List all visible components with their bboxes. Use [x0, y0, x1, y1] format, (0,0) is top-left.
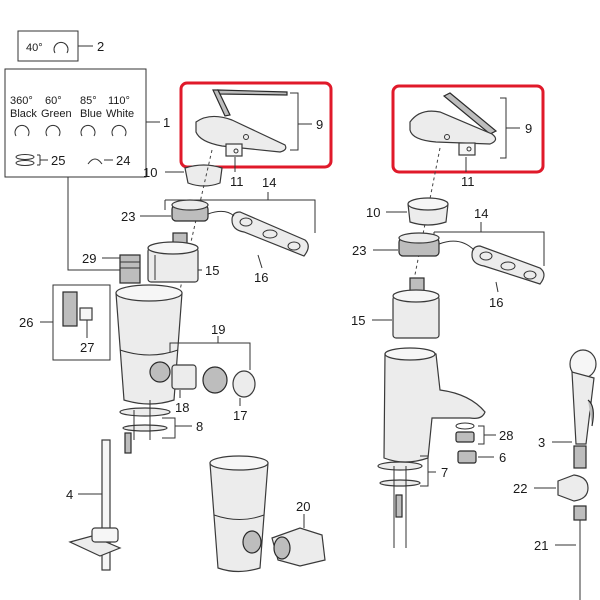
- color-angle-2: 85°: [80, 95, 97, 107]
- o-ring-pair-icon: [15, 154, 35, 166]
- callout-11-left: 11: [230, 174, 244, 189]
- callout-1: 1: [163, 115, 170, 130]
- snap-ring-icon: [53, 41, 69, 54]
- leader-legend-to-valve: [67, 177, 120, 271]
- callout-4: 4: [66, 487, 73, 502]
- color-angle-3: 110°: [108, 95, 130, 107]
- valve-29: [119, 254, 141, 284]
- cartridge-left: [147, 232, 199, 283]
- color-angle-1: 60°: [45, 95, 62, 107]
- color-angle-0: 360°: [10, 95, 33, 107]
- faucet-body-right: [383, 347, 486, 463]
- callout-25: 25: [51, 153, 65, 168]
- snap-ring-icon: [14, 124, 30, 137]
- screw-part-left: [225, 143, 243, 157]
- shower-head: [569, 349, 597, 469]
- callout-14-right: 14: [474, 206, 488, 221]
- color-name-0: Black: [10, 108, 37, 120]
- callout-24: 24: [116, 153, 130, 168]
- callout-15-left: 15: [205, 263, 219, 278]
- callout-18: 18: [175, 400, 189, 415]
- callout-15-right: 15: [351, 313, 365, 328]
- mount-set-left: [119, 400, 171, 454]
- highlight-frame-left: [179, 81, 333, 169]
- callout-10-left: 10: [143, 165, 157, 180]
- cartridge-nut-left: [171, 199, 209, 222]
- callout-23-right: 23: [352, 243, 366, 258]
- color-name-3: White: [106, 108, 134, 120]
- handle-lever-right: [409, 92, 498, 145]
- axis-right: [409, 147, 441, 301]
- callout-17: 17: [233, 408, 247, 423]
- callout-9-left: 9: [316, 117, 323, 132]
- mounting-plate-left: [231, 211, 309, 257]
- cap-right: [407, 197, 449, 226]
- cartridge-right: [392, 277, 440, 339]
- callout-19: 19: [211, 322, 225, 337]
- callout-2: 2: [97, 39, 104, 54]
- color-name-2: Blue: [80, 108, 102, 120]
- callout-29: 29: [82, 251, 96, 266]
- clip-icon: [87, 158, 103, 165]
- callout-22: 22: [513, 481, 527, 496]
- color-name-1: Green: [41, 108, 72, 120]
- snap-ring-icon: [111, 124, 127, 137]
- aerator-set-right: [455, 422, 477, 464]
- callout-26: 26: [19, 315, 33, 330]
- shower-hose: [573, 505, 587, 600]
- callout-16-right: 16: [489, 295, 503, 310]
- shower-holder: [557, 474, 589, 502]
- callout-14-left: 14: [262, 175, 276, 190]
- callout-8: 8: [196, 419, 203, 434]
- callout-20: 20: [296, 499, 310, 514]
- mount-set-right: [377, 461, 423, 548]
- legend-angle-label: 40°: [26, 42, 43, 54]
- callout-27: 27: [80, 340, 94, 355]
- callout-23-left: 23: [121, 209, 135, 224]
- callout-21: 21: [534, 538, 548, 553]
- callout-6: 6: [499, 450, 506, 465]
- callout-7: 7: [441, 465, 448, 480]
- snap-ring-icon: [80, 124, 96, 137]
- handle-lever-left: [195, 89, 288, 153]
- callout-28: 28: [499, 428, 513, 443]
- faucet-body-alternate: [209, 455, 326, 573]
- valve-set-parts: [62, 291, 93, 327]
- callout-3: 3: [538, 435, 545, 450]
- mounting-plate-right: [471, 245, 545, 285]
- callout-9-right: 9: [525, 121, 532, 136]
- screw-part-right: [458, 142, 476, 156]
- callout-11-right: 11: [461, 174, 475, 189]
- snap-ring-icon: [45, 124, 61, 137]
- cartridge-nut-right: [398, 232, 440, 257]
- spout-insert: [171, 364, 197, 390]
- mounting-rod: [68, 439, 122, 571]
- faucet-body-left: [115, 284, 183, 405]
- callout-10-right: 10: [366, 205, 380, 220]
- aerator-left: [202, 366, 256, 398]
- legend-colors-box: 1 360° Black 60° Green 85° Blue 110° Whi…: [4, 68, 170, 178]
- legend-angle-box: 40° 2: [17, 30, 104, 62]
- callout-16-left: 16: [254, 270, 268, 285]
- cap-left: [184, 164, 223, 187]
- highlight-frame-right: [391, 84, 545, 174]
